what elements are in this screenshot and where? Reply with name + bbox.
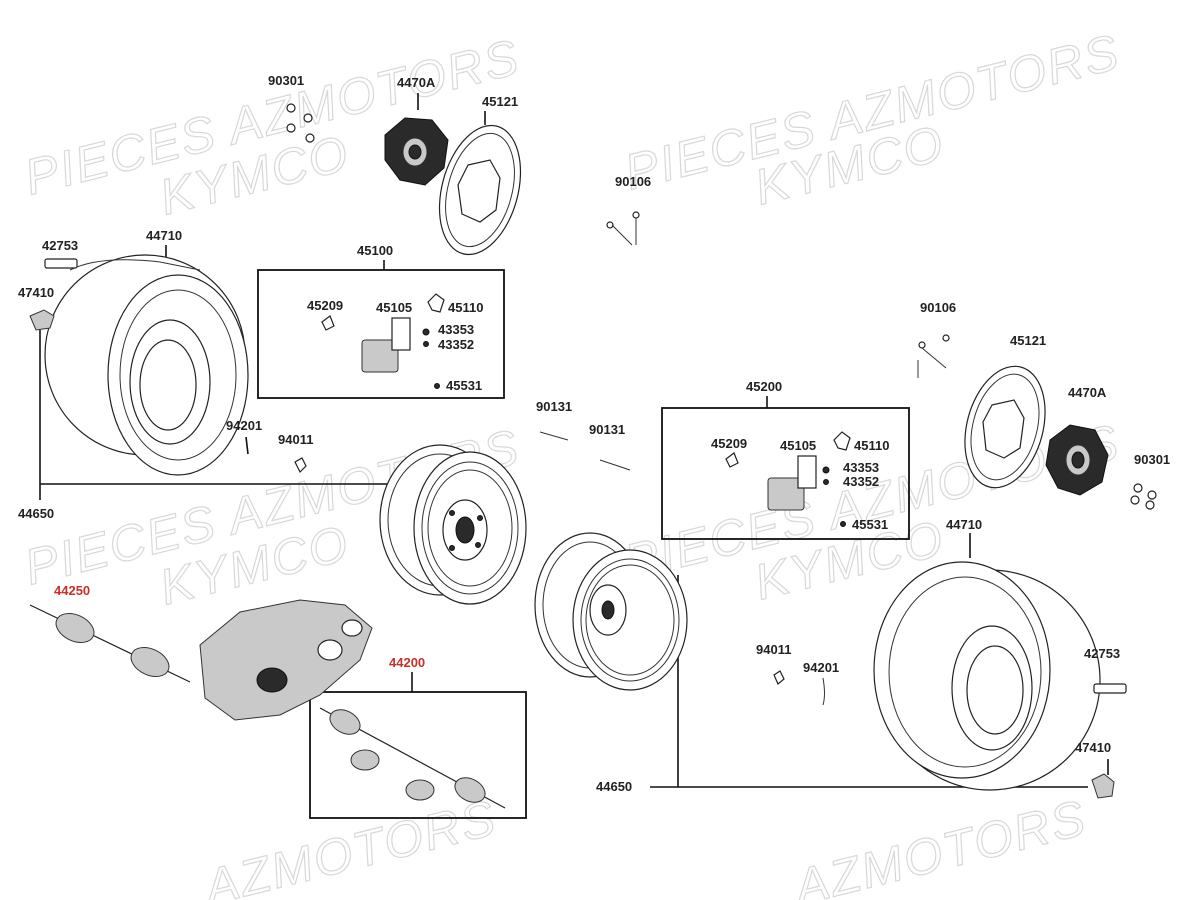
part-label[interactable]: 45100 bbox=[357, 243, 393, 258]
caliper-right-icon bbox=[725, 431, 851, 527]
right-rim-icon bbox=[534, 532, 688, 691]
part-label[interactable]: 90106 bbox=[920, 300, 956, 315]
left-rim-icon bbox=[379, 444, 527, 605]
part-labels: 90301 4470A 45121 90106 42753 44710 4510… bbox=[18, 73, 1170, 794]
part-label[interactable]: 44710 bbox=[946, 517, 982, 532]
hardware-icons bbox=[29, 103, 1157, 799]
watermark-text: AZMOTORS bbox=[196, 789, 502, 900]
part-label[interactable]: 90301 bbox=[1134, 452, 1170, 467]
part-label[interactable]: 45209 bbox=[711, 436, 747, 451]
caliper-left-icon bbox=[321, 293, 445, 389]
part-label[interactable]: 45200 bbox=[746, 379, 782, 394]
part-label[interactable]: 90301 bbox=[268, 73, 304, 88]
watermark-text: AZMOTORS bbox=[786, 789, 1092, 900]
part-label[interactable]: 4470A bbox=[397, 75, 436, 90]
part-label[interactable]: 90131 bbox=[589, 422, 625, 437]
part-label[interactable]: 4470A bbox=[1068, 385, 1107, 400]
hub-right-icon bbox=[1045, 424, 1109, 496]
part-label[interactable]: 45105 bbox=[376, 300, 412, 315]
brake-disc-top-icon bbox=[438, 124, 522, 256]
caliper-kit-box-45200 bbox=[661, 407, 910, 540]
drive-shaft-right-icon bbox=[319, 707, 506, 809]
part-label[interactable]: 94201 bbox=[226, 418, 262, 433]
part-label[interactable]: 90106 bbox=[615, 174, 651, 189]
part-label[interactable]: 45110 bbox=[448, 300, 483, 315]
part-label-highlighted[interactable]: 44250 bbox=[54, 583, 90, 598]
part-label[interactable]: 45531 bbox=[852, 517, 888, 532]
part-label[interactable]: 94011 bbox=[756, 642, 791, 657]
drive-shaft-left-icon bbox=[29, 604, 191, 683]
part-label[interactable]: 44710 bbox=[146, 228, 182, 243]
part-label[interactable]: 47410 bbox=[18, 285, 54, 300]
part-label[interactable]: 45121 bbox=[482, 94, 518, 109]
part-label[interactable]: 90131 bbox=[536, 399, 572, 414]
part-label[interactable]: 45121 bbox=[1010, 333, 1046, 348]
part-label[interactable]: 43352 bbox=[843, 474, 879, 489]
part-label[interactable]: 43353 bbox=[438, 322, 474, 337]
drive-shaft-box-44200 bbox=[309, 691, 527, 819]
part-label[interactable]: 42753 bbox=[42, 238, 78, 253]
part-label-highlighted[interactable]: 44200 bbox=[389, 655, 425, 670]
left-tire-icon bbox=[44, 254, 249, 476]
part-label[interactable]: 44650 bbox=[596, 779, 632, 794]
differential-icon bbox=[199, 599, 373, 721]
part-label[interactable]: 44650 bbox=[18, 506, 54, 521]
part-label[interactable]: 45105 bbox=[780, 438, 816, 453]
part-label[interactable]: 45531 bbox=[446, 378, 482, 393]
caliper-kit-box-45100 bbox=[257, 269, 505, 399]
part-label[interactable]: 94201 bbox=[803, 660, 839, 675]
part-label[interactable]: 43352 bbox=[438, 337, 474, 352]
part-label[interactable]: 45110 bbox=[854, 438, 889, 453]
hub-top-icon bbox=[384, 117, 449, 186]
part-label[interactable]: 43353 bbox=[843, 460, 879, 475]
brake-disc-right-icon bbox=[964, 365, 1046, 489]
right-tire-icon bbox=[873, 561, 1101, 791]
part-label[interactable]: 42753 bbox=[1084, 646, 1120, 661]
part-label[interactable]: 45209 bbox=[307, 298, 343, 313]
part-label[interactable]: 94011 bbox=[278, 432, 313, 447]
part-label[interactable]: 47410 bbox=[1075, 740, 1111, 755]
